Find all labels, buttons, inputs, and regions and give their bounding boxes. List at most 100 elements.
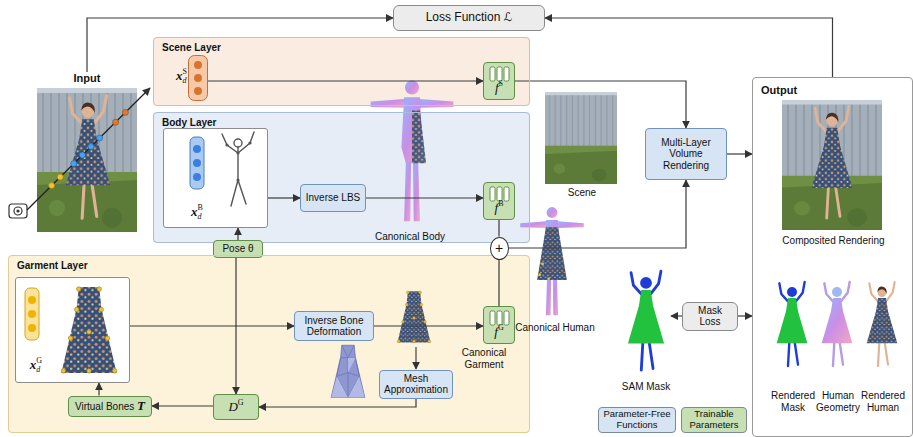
node-label: fG xyxy=(484,325,514,340)
node-label: Loss Function ℒ xyxy=(426,11,513,25)
illustration-part xyxy=(193,173,201,181)
panel-ground xyxy=(153,112,530,243)
connector xyxy=(152,405,213,406)
connector xyxy=(237,228,238,240)
math-part: f xyxy=(494,324,498,339)
trainable-box: DG xyxy=(213,394,259,420)
illustration-part xyxy=(28,310,36,318)
sample-column xyxy=(188,55,208,101)
node-label: Pose θ xyxy=(222,243,253,255)
math-part: f xyxy=(495,200,499,215)
illustration-part xyxy=(27,88,150,210)
math-part: d xyxy=(183,76,187,85)
camera-icon xyxy=(9,204,27,218)
math-part: f xyxy=(495,80,499,95)
trainable-box: Virtual Bones T xyxy=(68,396,152,417)
trainable-box: fB xyxy=(483,182,515,220)
connector xyxy=(208,80,483,81)
input-photo xyxy=(37,88,137,232)
connector xyxy=(515,81,686,128)
figure-caption: Canonical Human xyxy=(505,322,605,334)
legend-swatch: Parameter-Free Functions xyxy=(598,407,676,433)
function-box: Inverse LBS xyxy=(300,184,366,212)
garment-sample-figure xyxy=(61,287,117,373)
layer-panel: Scene Layer xdS fS xyxy=(153,37,530,106)
layer-panel: Body LayerxdBInverse LBSfB xyxy=(153,112,530,243)
layer-bar xyxy=(497,67,502,81)
math-part: B xyxy=(498,199,503,208)
sum-circle: + xyxy=(490,237,509,260)
trainable-box: fS xyxy=(483,62,515,100)
node-label: DG xyxy=(228,400,243,415)
node-label: Virtual Bones T xyxy=(75,399,145,414)
connector xyxy=(87,18,393,72)
illustration-part xyxy=(193,159,201,167)
node-label: Mask Loss xyxy=(687,305,733,328)
human-geometry-figure xyxy=(822,282,853,366)
node-label: Mesh Approximation xyxy=(384,373,448,396)
illustration-part xyxy=(79,152,85,158)
legend-text: Parameter-Free Functions xyxy=(602,409,672,431)
figure-caption: Canonical Garment xyxy=(446,347,522,370)
illustration-part xyxy=(97,135,103,141)
scene-photo xyxy=(545,92,617,184)
illustration-part xyxy=(238,180,246,204)
node-heading: Scene Layer xyxy=(162,42,221,54)
illustration-part xyxy=(225,143,228,146)
leader-arrow xyxy=(671,315,682,316)
connector xyxy=(98,383,99,396)
illustration-part xyxy=(234,139,242,147)
illustration-part xyxy=(248,141,251,144)
figure-caption: SAM Mask xyxy=(614,381,678,393)
illustration-part xyxy=(71,161,77,167)
connector xyxy=(498,220,499,237)
node-label: xdS xyxy=(161,69,187,84)
illustration-part xyxy=(14,207,22,215)
node-label: Inverse Bone Deformation xyxy=(299,315,369,338)
node-label: Multi-Layer Volume Rendering xyxy=(650,137,722,172)
connector xyxy=(727,153,752,154)
math-part: x xyxy=(176,68,183,83)
connector xyxy=(268,197,300,198)
math-part: D xyxy=(228,399,237,414)
node-label: fB xyxy=(484,201,514,216)
connector xyxy=(130,325,294,326)
connector xyxy=(545,18,833,77)
math-part: x xyxy=(191,204,198,219)
layer-bar xyxy=(490,311,495,325)
rendered-mask-figure xyxy=(777,282,808,366)
function-box: Mesh Approximation xyxy=(379,370,453,399)
legend-text: Trainable Parameters xyxy=(685,409,743,431)
canonical-garment-figure xyxy=(397,291,430,343)
illustration-part xyxy=(28,296,36,304)
layer-bar xyxy=(504,187,509,201)
illustration-part xyxy=(236,151,239,154)
layer-bar xyxy=(497,187,502,201)
process-box: Loss Function ℒ xyxy=(393,5,545,31)
math-part: B xyxy=(198,203,203,212)
composited-person xyxy=(812,107,853,219)
connector xyxy=(509,180,687,248)
node-heading: Output xyxy=(761,84,797,97)
illustration-part xyxy=(222,134,238,153)
body-samples xyxy=(190,137,204,189)
canonical-body-figure xyxy=(371,80,454,221)
illustration-part xyxy=(28,324,36,332)
node-label: xdB xyxy=(184,205,210,220)
math-part: G xyxy=(238,398,244,407)
leader-arrow xyxy=(415,347,416,369)
connector xyxy=(259,399,416,408)
panel-ground xyxy=(15,277,130,383)
panel-ground xyxy=(153,37,530,106)
node-label: Rendered Mask xyxy=(770,390,816,413)
illustration-part xyxy=(113,119,119,125)
layer-bar xyxy=(490,187,495,201)
illustration-part xyxy=(225,141,251,181)
node-label: fS xyxy=(484,81,514,96)
sample-dot xyxy=(194,87,202,95)
connector xyxy=(738,315,752,316)
illustration-part xyxy=(25,288,39,340)
layer-bar xyxy=(504,311,509,325)
connector xyxy=(366,197,483,198)
